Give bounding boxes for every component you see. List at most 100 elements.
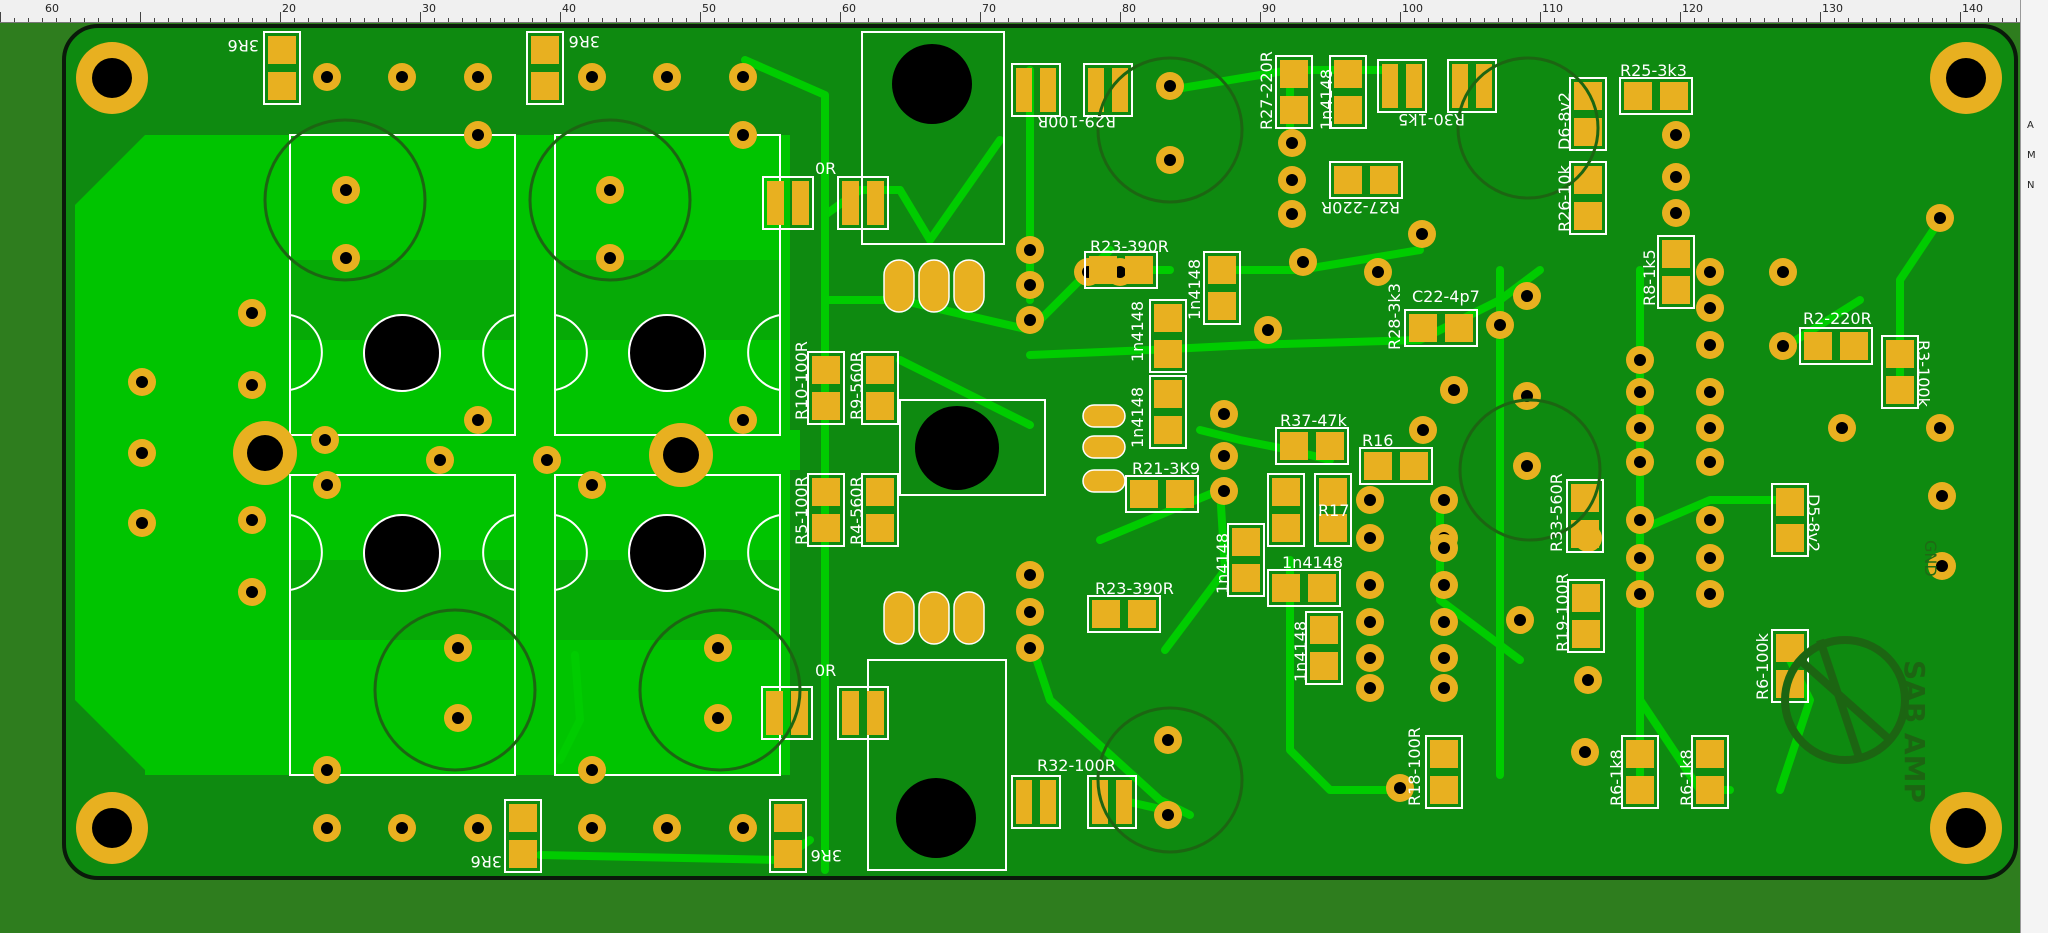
- ruler-tick: [980, 12, 981, 22]
- pad-hole: [1438, 542, 1450, 554]
- pad-hole: [1634, 456, 1646, 468]
- pad-hole: [1164, 154, 1176, 166]
- ruler-tick-label: 50: [702, 2, 716, 15]
- pad-hole: [1634, 588, 1646, 600]
- smd-pad: [1232, 564, 1260, 592]
- ruler-tick: [266, 18, 267, 22]
- pad-hole: [661, 822, 673, 834]
- smd-pad: [1089, 256, 1117, 284]
- ruler-tick: [448, 18, 449, 22]
- component-outline: [1404, 309, 1478, 347]
- ruler-tick: [98, 18, 99, 22]
- ruler-tick: [1862, 18, 1863, 22]
- ruler-tick: [602, 18, 603, 22]
- smd-pad: [1016, 780, 1032, 824]
- smd-pad: [1660, 82, 1688, 110]
- pad-hole: [321, 71, 333, 83]
- label-r21: R21-3K9: [1132, 459, 1200, 478]
- ruler-tick: [1400, 12, 1401, 22]
- smd-pad: [1776, 524, 1804, 552]
- ruler-tick: [364, 18, 365, 22]
- pad-hole: [1704, 552, 1716, 564]
- ruler-tick: [1232, 18, 1233, 22]
- pad-hole: [1438, 494, 1450, 506]
- ruler-tick: [1834, 18, 1835, 22]
- smd-pad: [1370, 166, 1398, 194]
- label-r16: R16: [1362, 431, 1393, 450]
- component-outline: [769, 799, 807, 873]
- label-r28: R28-3k3: [1385, 283, 1404, 350]
- ruler-tick: [140, 12, 141, 22]
- ruler-tick: [868, 18, 869, 22]
- ruler-tick: [1316, 18, 1317, 22]
- smd-pad: [791, 691, 808, 735]
- smd-pad: [1574, 82, 1602, 110]
- label-r25: R25-3k3: [1620, 61, 1687, 80]
- ruler-tick: [1344, 18, 1345, 22]
- smd-pad: [268, 36, 296, 64]
- smd-pad: [1626, 740, 1654, 768]
- pad-hole: [246, 514, 258, 526]
- label-c22: C22-4p7: [1412, 287, 1480, 306]
- pad-hole: [1704, 266, 1716, 278]
- ruler-tick: [14, 18, 15, 22]
- panel-letter: A: [2027, 120, 2034, 131]
- pad-hole: [1521, 290, 1533, 302]
- smd-pad: [1430, 776, 1458, 804]
- pad-hole: [1417, 424, 1429, 436]
- smd-pad: [1208, 256, 1236, 284]
- smd-pad: [866, 478, 894, 506]
- ruler-tick: [924, 18, 925, 22]
- smd-pad: [774, 804, 802, 832]
- panel-letter: M: [2027, 150, 2036, 161]
- through-hole-pads: [128, 63, 1956, 842]
- pad-hole: [1364, 579, 1376, 591]
- ruler-tick-label: 130: [1822, 2, 1843, 15]
- smd-pad: [867, 691, 884, 735]
- smd-pad: [531, 72, 559, 100]
- ruler-tick-label: 40: [562, 2, 576, 15]
- pad-hole: [1297, 256, 1309, 268]
- label-r23a: R23-390R: [1090, 237, 1169, 256]
- ruler-tick: [1120, 12, 1121, 22]
- component-outline: [861, 473, 899, 547]
- pad-hole: [1634, 514, 1646, 526]
- smd-pad: [792, 181, 809, 225]
- label-3r6-bl: 3R6: [471, 852, 502, 871]
- ruler-tick: [672, 18, 673, 22]
- pad-hole: [1836, 422, 1848, 434]
- pad-hole: [1364, 652, 1376, 664]
- ruler-tick: [798, 18, 799, 22]
- pad-hole: [1218, 450, 1230, 462]
- component-outline: [1329, 55, 1367, 129]
- pad-hole: [737, 71, 749, 83]
- smd-pad: [1662, 240, 1690, 268]
- ruler-tick: [1302, 18, 1303, 22]
- pad-hole: [472, 71, 484, 83]
- ruler-tick: [966, 18, 967, 22]
- ruler-tick: [196, 18, 197, 22]
- ruler-tick: [224, 18, 225, 22]
- ruler-tick: [1974, 18, 1975, 22]
- smd-pad: [1400, 452, 1428, 480]
- smd-pad: [1154, 304, 1182, 332]
- smd-pads: [263, 31, 1919, 873]
- ruler-tick: [952, 18, 953, 22]
- ruler-tick: [1274, 18, 1275, 22]
- ruler-tick-label: 30: [422, 2, 436, 15]
- ruler-tick: [1652, 18, 1653, 22]
- smd-pad: [812, 356, 840, 384]
- pad-hole: [1670, 129, 1682, 141]
- smd-pad: [866, 356, 894, 384]
- ruler-tick-label: 60: [45, 2, 59, 15]
- smd-pad: [812, 478, 840, 506]
- label-1n4148-a: 1n4148: [1185, 259, 1204, 320]
- ruler-tick: [1918, 18, 1919, 22]
- label-1n4148-b: 1n4148: [1128, 301, 1147, 362]
- pad-hole: [1286, 137, 1298, 149]
- smd-pad: [1130, 480, 1158, 508]
- smd-pad: [1445, 314, 1473, 342]
- ruler-tick: [700, 12, 701, 22]
